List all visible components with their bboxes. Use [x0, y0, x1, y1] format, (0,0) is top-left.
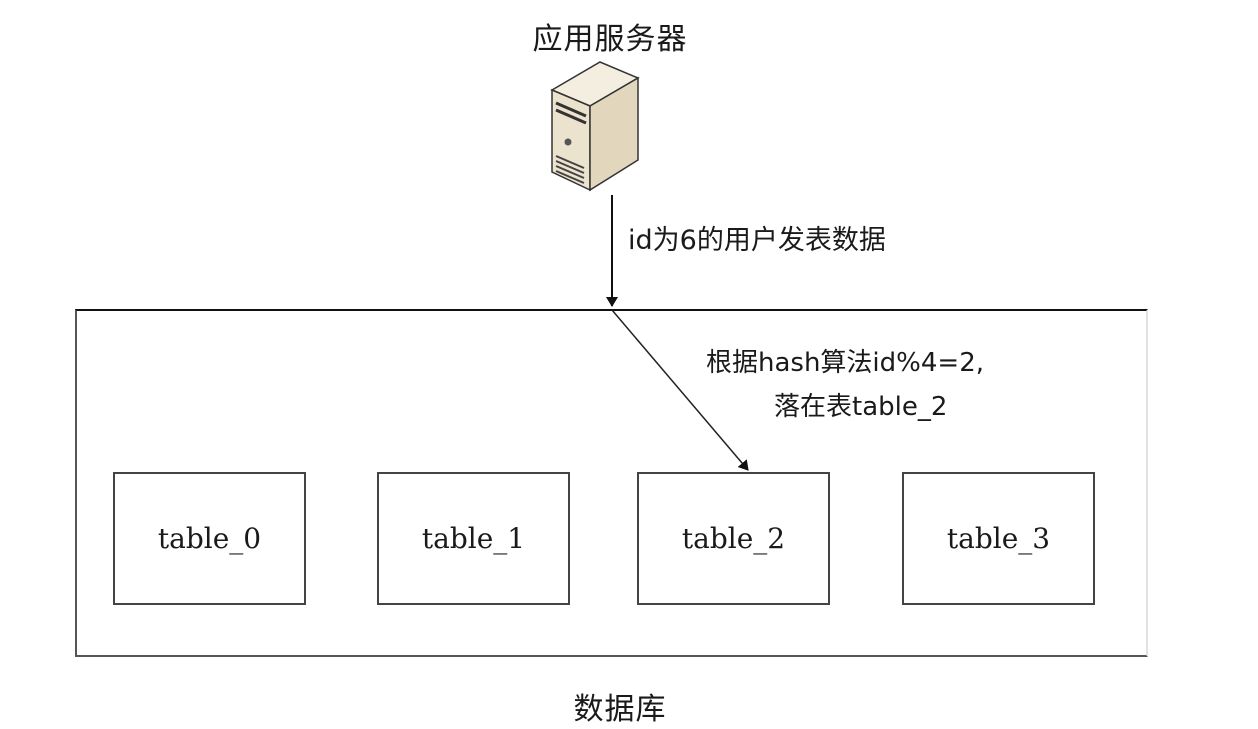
server-tower-icon: [550, 61, 640, 192]
request-edge-label: id为6的用户发表数据: [628, 225, 886, 256]
server-drive-bay: [555, 108, 587, 125]
server-drive-bay: [555, 101, 587, 118]
server-power-button: [564, 138, 572, 146]
routing-edge-label: 根据hash算法id%4=2, 落在表table_2: [706, 341, 984, 429]
database-container: [75, 309, 1148, 657]
routing-arrow: [611, 309, 749, 471]
table-node-1: table_1: [377, 472, 570, 605]
table-node-label: table_2: [681, 522, 786, 555]
table-node-3: table_3: [902, 472, 1095, 605]
routing-label-line-1: 根据hash算法id%4=2,: [706, 348, 985, 378]
server-title: 应用服务器: [532, 22, 688, 57]
table-node-0: table_0: [113, 472, 306, 605]
table-node-2: table_2: [637, 472, 830, 605]
server-side-face: [589, 76, 639, 192]
table-node-label: table_1: [421, 522, 526, 555]
routing-label-line-2: 落在表table_2: [774, 392, 948, 422]
table-node-label: table_3: [946, 522, 1051, 555]
database-label: 数据库: [573, 692, 667, 727]
table-node-label: table_0: [157, 522, 262, 555]
server-vent: [555, 155, 585, 184]
